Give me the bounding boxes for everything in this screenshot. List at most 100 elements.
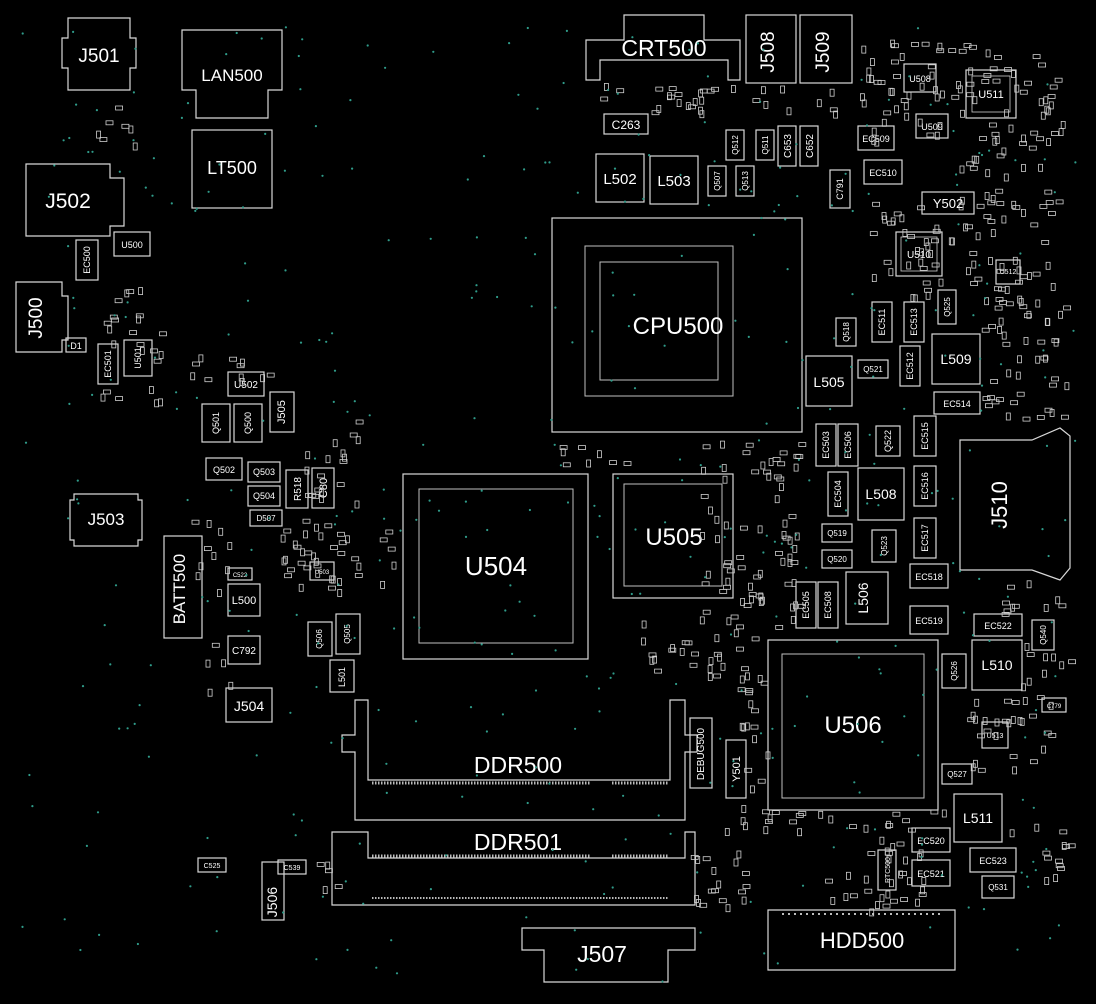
q512-label: Q512 (731, 135, 740, 155)
passive-pad (794, 532, 800, 541)
passive-pad (651, 110, 660, 116)
passive-pad (1040, 355, 1049, 361)
passive-pad (965, 224, 973, 230)
j505-connector: J505 (269, 391, 295, 433)
via (805, 566, 808, 569)
via (554, 306, 557, 309)
passive-pad (702, 856, 711, 862)
passive-pad (797, 828, 802, 837)
j501-connector: J501 (61, 17, 137, 91)
q525-transistor: Q525 (937, 289, 957, 325)
ec523-cap: EC523 (969, 847, 1017, 873)
passive-pad (281, 557, 287, 566)
passive-pad (929, 71, 935, 80)
ec513-label: EC513 (909, 308, 919, 336)
ec518-cap: EC518 (909, 563, 949, 589)
passive-pad (330, 575, 336, 584)
u504-chip: U504 (402, 473, 589, 660)
passive-pad (994, 305, 1003, 311)
passive-pad (733, 858, 739, 867)
passive-pad (1044, 407, 1053, 413)
passive-pad (720, 662, 726, 671)
via (152, 157, 155, 160)
passive-pad (1043, 604, 1049, 612)
passive-pad (103, 389, 111, 395)
passive-pad (966, 161, 975, 167)
via (982, 908, 986, 911)
via (331, 332, 334, 335)
passive-pad (1044, 105, 1050, 114)
via (851, 209, 854, 213)
passive-pad (698, 89, 703, 98)
passive-pad (1019, 89, 1028, 95)
ec515-cap: EC515 (913, 415, 937, 457)
passive-pad (311, 552, 317, 561)
passive-pad (760, 680, 769, 686)
q513-transistor: Q513 (735, 165, 755, 197)
via (905, 239, 908, 242)
passive-pad (772, 456, 781, 462)
passive-pad (937, 42, 943, 51)
passive-pad (1067, 843, 1076, 849)
passive-pad (957, 85, 963, 94)
passive-pad (1023, 336, 1029, 345)
passive-pad (1001, 612, 1010, 617)
passive-pad (992, 137, 998, 146)
passive-pad (1001, 215, 1007, 224)
via (195, 396, 198, 399)
via (706, 75, 710, 78)
ec520-label: EC520 (917, 836, 945, 846)
via (916, 27, 920, 30)
passive-pad (786, 107, 792, 116)
passive-pad (987, 218, 996, 224)
passive-pad (959, 196, 965, 205)
passive-pad (921, 877, 927, 885)
passive-pad (888, 87, 894, 96)
passive-pad (1022, 416, 1031, 422)
passive-pad (354, 573, 363, 578)
via (790, 546, 793, 549)
u506-label: U506 (824, 712, 881, 739)
via (215, 930, 218, 933)
passive-pad (111, 317, 119, 323)
lan500-connector: LAN500 (181, 29, 283, 119)
passive-pad (751, 469, 760, 475)
via (466, 178, 469, 181)
passive-pad (1063, 305, 1071, 311)
via (1045, 444, 1049, 447)
passive-pad (779, 450, 788, 456)
passive-pad (700, 532, 705, 540)
passive-pad (773, 474, 782, 480)
passive-pad (921, 41, 930, 47)
l503-label: L503 (657, 173, 690, 190)
passive-pad (989, 66, 998, 72)
via (518, 600, 521, 603)
passive-pad (763, 101, 769, 109)
via (432, 50, 435, 53)
via (757, 439, 761, 442)
passive-pad (996, 397, 1004, 403)
via (574, 727, 577, 730)
via (91, 393, 94, 396)
via (565, 29, 569, 32)
passive-pad (1048, 101, 1054, 110)
passive-pad (745, 442, 754, 448)
via (1027, 885, 1030, 889)
passive-pad (994, 286, 1002, 292)
via (873, 828, 877, 831)
passive-pad (287, 567, 295, 573)
passive-pad (983, 728, 992, 734)
passive-pad (158, 351, 164, 359)
passive-pad (1024, 643, 1030, 651)
passive-pad (780, 85, 785, 94)
passive-pad (1051, 338, 1060, 344)
via (255, 754, 258, 757)
passive-pad (795, 454, 804, 460)
via (669, 832, 672, 835)
passive-pad (216, 589, 222, 597)
passive-pad (1012, 766, 1017, 775)
passive-pad (105, 120, 114, 126)
via (473, 641, 476, 644)
via (175, 407, 178, 410)
via (680, 254, 683, 257)
